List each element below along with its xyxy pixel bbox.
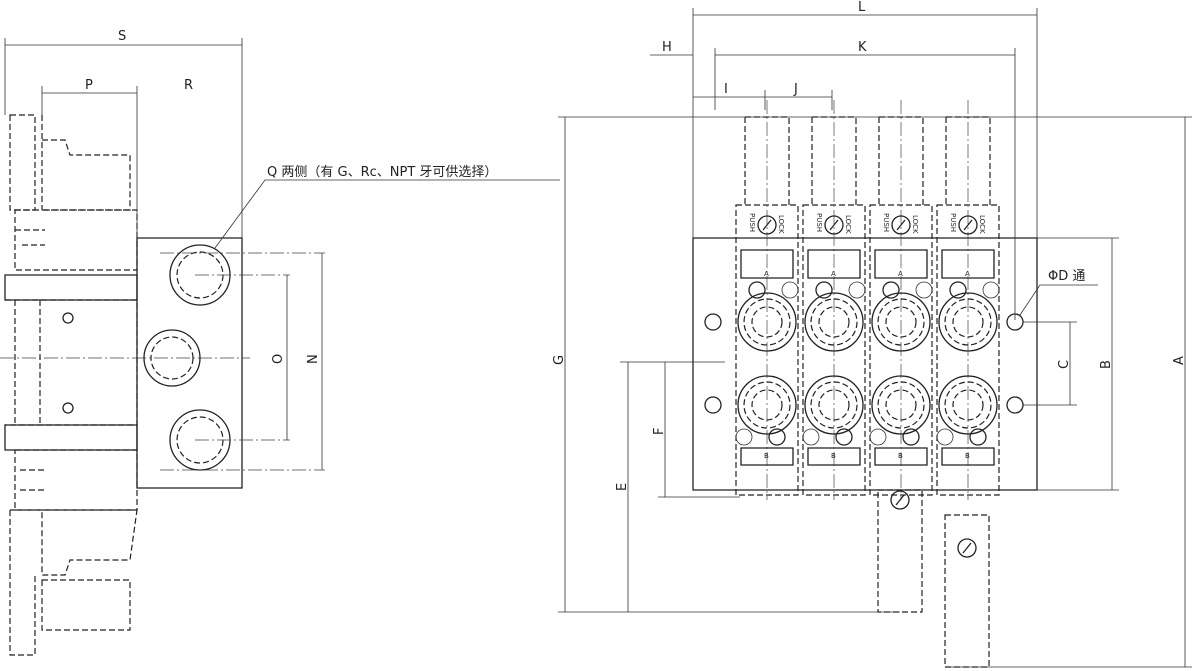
dim-H: H xyxy=(662,40,672,55)
dim-G: G xyxy=(552,355,567,365)
port-fitting xyxy=(804,375,864,435)
valve-station: LOCK PUSH A B xyxy=(802,100,866,500)
manual-override-icon xyxy=(824,215,844,235)
dim-P: P xyxy=(85,78,93,93)
port-mark-a: A xyxy=(831,270,836,278)
valve-side-outline xyxy=(0,114,250,656)
port-fitting xyxy=(938,375,998,435)
lower-solenoid xyxy=(944,514,990,668)
front-view: LOCK PUSH A B LOCK PUSH A B LOCK PUSH A B LOCK PUSH A B… xyxy=(552,0,1192,668)
pilot-hole xyxy=(982,281,1000,299)
screw-icon xyxy=(902,428,920,446)
dim-F: F xyxy=(652,428,667,435)
push-label: PUSH xyxy=(815,213,823,232)
screw-icon xyxy=(748,281,766,299)
port-fitting xyxy=(737,292,797,352)
screw-icon xyxy=(815,281,833,299)
push-label: PUSH xyxy=(949,213,957,232)
pilot-hole xyxy=(735,428,753,446)
manifold-side-block xyxy=(136,237,325,489)
manual-override-icon xyxy=(757,215,777,235)
port-fitting xyxy=(871,292,931,352)
dim-B: B xyxy=(1099,360,1114,369)
port-mark-b: B xyxy=(965,452,970,460)
dim-C: C xyxy=(1057,360,1072,369)
valve-station: LOCK PUSH A B xyxy=(869,100,933,500)
lock-label: LOCK xyxy=(844,215,852,234)
screw-icon xyxy=(969,428,987,446)
screw-icon xyxy=(768,428,786,446)
valve-station: LOCK PUSH A B xyxy=(735,100,799,500)
port-fitting xyxy=(938,292,998,352)
pilot-hole xyxy=(869,428,887,446)
dim-N: N xyxy=(306,354,321,364)
manual-override-icon xyxy=(957,538,977,558)
mounting-holes xyxy=(704,313,1024,414)
port-mark-b: B xyxy=(831,452,836,460)
screw-icon xyxy=(949,281,967,299)
pilot-hole xyxy=(936,428,954,446)
pilot-hole xyxy=(848,281,866,299)
port-fitting xyxy=(804,292,864,352)
dim-K: K xyxy=(858,40,867,55)
lower-solenoid xyxy=(877,489,923,613)
valve-station: LOCK PUSH A B xyxy=(936,100,1000,500)
push-label: PUSH xyxy=(882,213,890,232)
manual-override-icon xyxy=(891,215,911,235)
port-mark-a: A xyxy=(965,270,970,278)
dim-O: O xyxy=(271,354,286,364)
dim-S: S xyxy=(118,29,126,44)
hole-note: ΦD 通 xyxy=(1048,269,1085,284)
valve-stations: LOCK PUSH A B LOCK PUSH A B LOCK PUSH A B LOCK PUSH A B xyxy=(735,100,1000,668)
pilot-hole xyxy=(802,428,820,446)
dim-E: E xyxy=(615,483,630,491)
pilot-hole xyxy=(915,281,933,299)
port-mark-a: A xyxy=(898,270,903,278)
push-label: PUSH xyxy=(748,213,756,232)
port-fitting xyxy=(737,375,797,435)
port-fitting xyxy=(871,375,931,435)
manual-override-icon xyxy=(890,490,910,510)
screw-icon xyxy=(835,428,853,446)
dim-L: L xyxy=(858,0,866,15)
lock-label: LOCK xyxy=(911,215,919,234)
port-mark-b: B xyxy=(898,452,903,460)
dim-J: J xyxy=(793,82,798,97)
side-view: S P R O N Q 两侧（有 G、Rc、NPT 牙可供选择） xyxy=(0,29,560,656)
dim-I: I xyxy=(724,82,728,97)
pilot-hole xyxy=(781,281,799,299)
manual-override-icon xyxy=(958,215,978,235)
port-mark-b: B xyxy=(764,452,769,460)
dim-A: A xyxy=(1172,356,1187,365)
lock-label: LOCK xyxy=(777,215,785,234)
port-mark-a: A xyxy=(764,270,769,278)
port-note: Q 两侧（有 G、Rc、NPT 牙可供选择） xyxy=(267,165,497,180)
lock-label: LOCK xyxy=(978,215,986,234)
screw-icon xyxy=(882,281,900,299)
dim-R: R xyxy=(184,78,193,93)
